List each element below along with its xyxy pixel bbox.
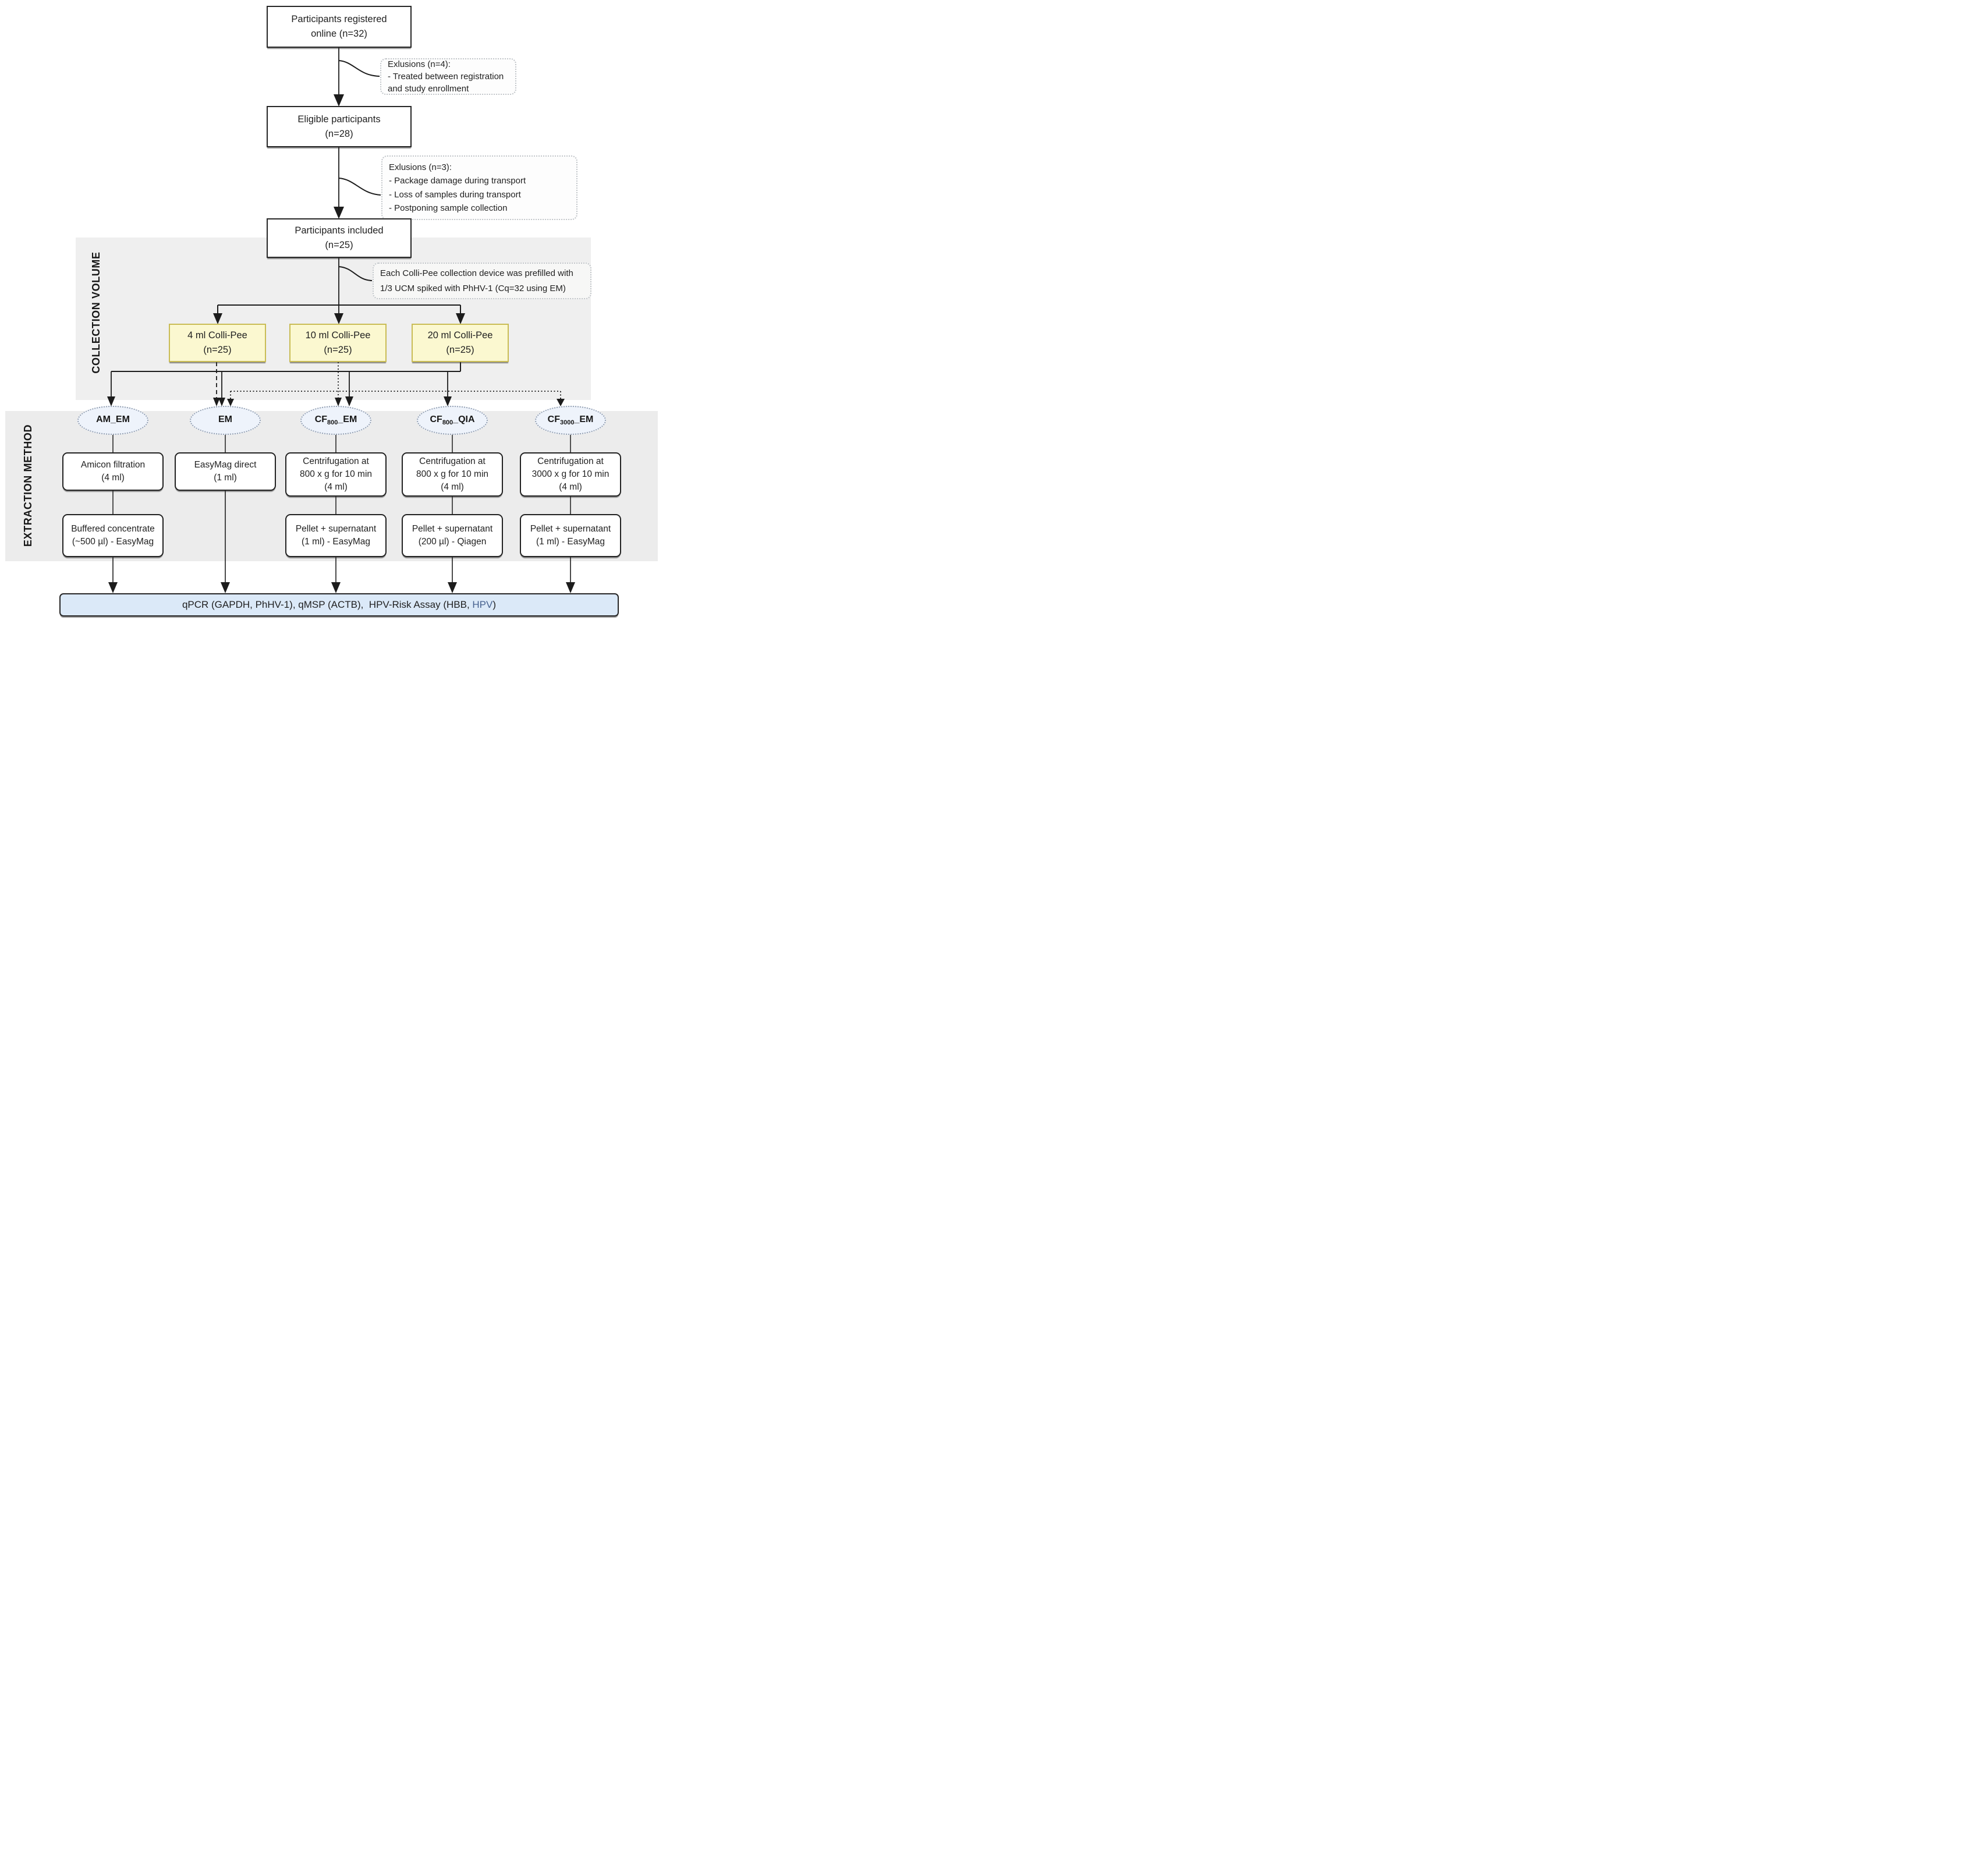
collection-box-10ml: 10 ml Colli-Pee (n=25) (289, 324, 387, 362)
collection-volume-band (76, 238, 591, 400)
assay-bar-text: qPCR (GAPDH, PhHV-1), qMSP (ACTB), HPV-R… (182, 599, 473, 610)
node-participants-registered: Participants registered online (n=32) (267, 6, 412, 48)
node-eligible-participants: Eligible participants (n=28) (267, 106, 412, 147)
step-box-easymag-direct: EasyMag direct(1 ml) (175, 452, 276, 491)
step-box-pellet-supernatant-em: Pellet + supernatant(1 ml) - EasyMag (285, 514, 387, 557)
note-title: Exlusions (n=3): (389, 162, 452, 172)
step-box-pellet-supernatant-em-3000: Pellet + supernatant(1 ml) - EasyMag (520, 514, 621, 557)
node-participants-included: Participants included (n=25) (267, 218, 412, 258)
note-line: and study enrollment (388, 84, 469, 94)
collection-box-20ml: 20 ml Colli-Pee (n=25) (412, 324, 509, 362)
note-line: - Treated between registration (388, 71, 504, 82)
assay-bar: qPCR (GAPDH, PhHV-1), qMSP (ACTB), HPV-R… (59, 593, 619, 617)
assay-bar-hpv-text: HPV (472, 599, 493, 610)
node-text: Participants registered (291, 14, 387, 25)
node-text: online (n=32) (311, 29, 367, 39)
prefill-note: Each Colli-Pee collection device was pre… (373, 263, 591, 299)
method-ellipse-cf3000-em: CF3000_EM (535, 406, 606, 435)
node-text: (n=25) (203, 345, 232, 355)
note-line: - Postponing sample collection (389, 203, 508, 213)
node-text: 10 ml Colli-Pee (305, 330, 371, 341)
method-ellipse-cf800-qia: CF800_QIA (417, 406, 488, 435)
step-box-pellet-supernatant-qiagen: Pellet + supernatant(200 µl) - Qiagen (402, 514, 503, 557)
node-text: Participants included (295, 225, 384, 236)
exclusions-note-1: Exlusions (n=4): - Treated between regis… (380, 58, 516, 95)
node-text: 4 ml Colli-Pee (187, 330, 247, 341)
collection-volume-label: COLLECTION VOLUME (90, 251, 102, 374)
node-text: (n=25) (324, 345, 352, 355)
step-box-amicon-filtration: Amicon filtration(4 ml) (62, 452, 164, 491)
method-ellipse-am-em: AM_EM (77, 406, 148, 435)
method-ellipse-cf800-em: CF800_EM (300, 406, 371, 435)
collection-box-4ml: 4 ml Colli-Pee (n=25) (169, 324, 266, 362)
note-line: Each Colli-Pee collection device was pre… (380, 268, 573, 278)
method-ellipse-em: EM (190, 406, 261, 435)
note-line: - Package damage during transport (389, 176, 526, 186)
node-text: 20 ml Colli-Pee (427, 330, 493, 341)
node-text: Eligible participants (297, 114, 381, 125)
node-text: (n=28) (325, 128, 353, 139)
note-title: Exlusions (n=4): (388, 59, 451, 69)
node-text: (n=25) (446, 345, 474, 355)
node-text: (n=25) (325, 240, 353, 250)
step-box-buffered-concentrate: Buffered concentrate(~500 µl) - EasyMag (62, 514, 164, 557)
study-flow-diagram: COLLECTION VOLUME EXTRACTION METHOD (0, 0, 662, 625)
extraction-method-label: EXTRACTION METHOD (22, 424, 34, 547)
note-line: 1/3 UCM spiked with PhHV-1 (Cq=32 using … (380, 283, 566, 293)
exclusions-note-2: Exlusions (n=3): - Package damage during… (381, 155, 577, 220)
note-line: - Loss of samples during transport (389, 189, 521, 200)
assay-bar-text: ) (492, 599, 497, 610)
